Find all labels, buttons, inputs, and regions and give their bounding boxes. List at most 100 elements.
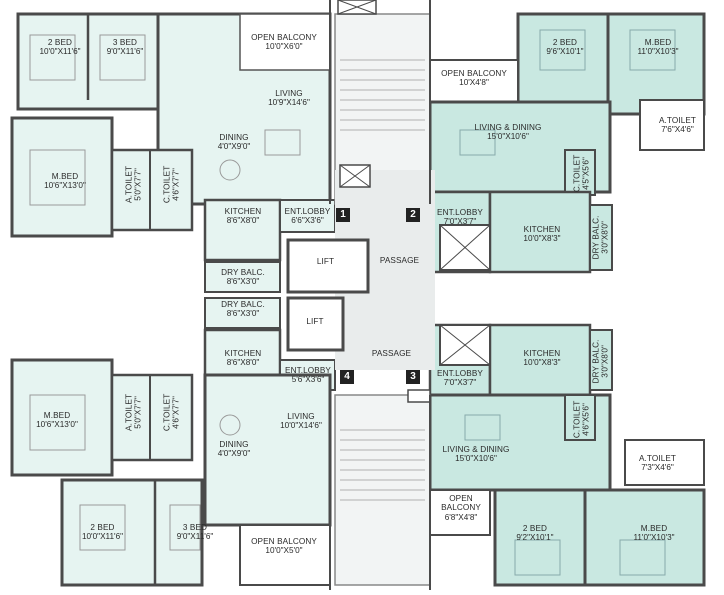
room-name: ENT.LOBBY bbox=[437, 369, 483, 378]
room-dimension: 10'0"X5'0" bbox=[265, 546, 303, 556]
room-dimension: 10'0"X11'6" bbox=[39, 47, 81, 57]
room-dimension: 4'0"X9'0" bbox=[217, 142, 251, 152]
room-label-u4-lobby: ENT.LOBBY 5'6"X3'6" bbox=[281, 366, 335, 385]
room-name: C.TOILET bbox=[572, 154, 582, 193]
room-dimension: 7'0"X3'7" bbox=[443, 217, 477, 227]
room-name: DRY BALC. bbox=[591, 215, 601, 260]
room-label-u2-bed2: 2 BED 9'6"X10'1" bbox=[535, 38, 595, 57]
room-dimension: 4'6"X7'7" bbox=[172, 168, 181, 201]
room-name: 2 BED bbox=[90, 523, 115, 532]
room-name: LIVING bbox=[287, 412, 315, 421]
room-label-u4-bed2: 2 BED 10'0"X11'6" bbox=[70, 523, 135, 542]
room-name: 3 BED bbox=[112, 38, 138, 47]
room-name: 2 BED bbox=[47, 38, 73, 47]
room-label-u4-mbed: M.BED 10'6"X13'0" bbox=[22, 411, 92, 430]
room-name: LIVING & DINING bbox=[474, 123, 542, 132]
room-label-u3-lobby: ENT.LOBBY 7'0"X3'7" bbox=[432, 369, 488, 388]
room-name: KITCHEN bbox=[523, 349, 561, 358]
room-label-u2-mbed: M.BED 11'0"X10'3" bbox=[628, 38, 688, 57]
lift-label-2: LIFT bbox=[290, 317, 340, 326]
room-label-u1-ctoilet: C.TOILET 4'6"X7'7" bbox=[163, 154, 182, 214]
room-label-u4-ctoilet: C.TOILET 4'6"X7'7" bbox=[163, 382, 182, 442]
room-label-u2-drybalc: DRY BALC. 3'0"X8'0" bbox=[592, 209, 611, 265]
room-name: DRY BALC. bbox=[221, 268, 265, 277]
room-name: C.TOILET bbox=[572, 400, 582, 439]
passage-text: PASSAGE bbox=[371, 349, 412, 358]
room-dimension: 6'6"X3'6" bbox=[291, 216, 324, 226]
room-label-u3-living: LIVING & DINING 15'0"X10'6" bbox=[436, 445, 516, 464]
room-dimension: 8'6"X3'0" bbox=[226, 277, 260, 287]
room-label-u1-bed2: 2 BED 10'0"X11'6" bbox=[30, 38, 90, 57]
room-name: ENT.LOBBY bbox=[285, 366, 331, 375]
room-dimension: 9'6"X10'1" bbox=[546, 47, 584, 57]
room-label-u2-atoilet: A.TOILET 7'6"X4'6" bbox=[650, 116, 705, 135]
room-name: 2 BED bbox=[522, 524, 548, 533]
unit-1-area bbox=[10, 12, 336, 293]
room-label-u1-atoilet: A.TOILET 5'0"X7'7" bbox=[125, 154, 144, 214]
room-label-u1-kitchen: KITCHEN 8'6"X8'0" bbox=[213, 207, 273, 226]
lift-label-1: LIFT bbox=[298, 257, 353, 266]
room-dimension: 10'0"X8'3" bbox=[523, 234, 561, 244]
room-label-u3-atoilet: A.TOILET 7'3"X4'6" bbox=[630, 454, 685, 473]
room-dimension: 3'0"X8'0" bbox=[601, 221, 610, 254]
room-name: KITCHEN bbox=[224, 349, 262, 358]
room-label-u3-mbed: M.BED 11'0"X10'3" bbox=[624, 524, 684, 543]
room-label-u3-bed2: 2 BED 9'2"X10'1" bbox=[505, 524, 565, 543]
passage-label-1: PASSAGE bbox=[372, 256, 427, 265]
passage-label-2: PASSAGE bbox=[364, 349, 419, 358]
room-label-u2-lobby: ENT.LOBBY 7'0"X3'7" bbox=[432, 208, 488, 227]
room-label-u1-balcony: OPEN BALCONY 10'0"X6'0" bbox=[240, 33, 328, 52]
unit-4-area bbox=[10, 297, 336, 587]
room-label-u4-atoilet: A.TOILET 5'0"X7'7" bbox=[125, 382, 144, 442]
room-dimension: 4'5"X5'6" bbox=[582, 157, 591, 190]
unit-tag-1: 1 bbox=[336, 208, 350, 222]
room-dimension: 10'X4'8" bbox=[459, 78, 489, 88]
lift-text: LIFT bbox=[316, 257, 335, 266]
room-dimension: 8'6"X3'0" bbox=[226, 309, 260, 319]
room-dimension: 11'0"X10'3" bbox=[637, 47, 679, 57]
room-name: A.TOILET bbox=[658, 116, 697, 125]
room-label-u1-bed3: 3 BED 9'0"X11'6" bbox=[95, 38, 155, 57]
room-dimension: 15'0"X10'6" bbox=[455, 454, 497, 464]
room-name: OPEN BALCONY bbox=[251, 537, 317, 546]
room-dimension: 5'6"X3'6" bbox=[291, 375, 325, 385]
room-dimension: 8'6"X8'0" bbox=[226, 358, 260, 368]
room-label-u1-drybalc: DRY BALC. 8'6"X3'0" bbox=[213, 268, 273, 287]
unit-tag-2: 2 bbox=[406, 208, 420, 222]
room-dimension: 10'6"X13'0" bbox=[44, 181, 86, 191]
room-name: KITCHEN bbox=[523, 225, 561, 234]
room-dimension: 5'0"X7'7" bbox=[134, 396, 143, 429]
room-label-u4-bed3: 3 BED 9'0"X11'6" bbox=[165, 523, 225, 542]
room-name: LIVING & DINING bbox=[442, 445, 510, 454]
room-name: C.TOILET bbox=[162, 165, 172, 204]
room-name: OPEN BALCONY bbox=[441, 69, 507, 78]
room-dimension: 10'0"X11'6" bbox=[81, 532, 124, 542]
room-dimension: 7'3"X4'6" bbox=[641, 463, 674, 473]
core-area bbox=[286, 0, 491, 586]
room-name: A.TOILET bbox=[638, 454, 677, 463]
room-dimension: 6'8"X4'8" bbox=[444, 512, 478, 522]
room-label-u2-living: LIVING & DINING 15'0"X10'6" bbox=[468, 123, 548, 142]
room-dimension: 3'0"X8'0" bbox=[601, 345, 610, 378]
room-label-u3-ctoilet: C.TOILET 4'6"X5'6" bbox=[573, 389, 592, 449]
room-name: A.TOILET bbox=[124, 393, 134, 431]
unit-tag-3: 3 bbox=[406, 370, 420, 384]
room-name: ENT.LOBBY bbox=[437, 208, 483, 217]
room-dimension: 15'0"X10'6" bbox=[487, 132, 529, 142]
lift-text: LIFT bbox=[306, 317, 324, 326]
room-dimension: 10'0"X6'0" bbox=[265, 42, 303, 52]
room-label-u4-living: LIVING 10'0"X14'6" bbox=[270, 412, 332, 431]
room-dimension: 4'6"X7'7" bbox=[172, 396, 181, 429]
room-label-u3-kitchen: KITCHEN 10'0"X8'3" bbox=[512, 349, 572, 368]
room-name: DRY BALC. bbox=[221, 300, 265, 309]
room-label-u1-dining: DINING 4'0"X9'0" bbox=[204, 133, 264, 152]
room-dimension: 9'2"X10'1" bbox=[516, 533, 554, 543]
room-dimension: 9'0"X11'6" bbox=[176, 532, 214, 542]
room-name: OPEN BALCONY bbox=[251, 33, 317, 42]
room-name: DINING bbox=[219, 133, 249, 142]
room-name: M.BED bbox=[51, 172, 79, 181]
room-dimension: 7'6"X4'6" bbox=[661, 125, 694, 135]
room-label-u4-kitchen: KITCHEN 8'6"X8'0" bbox=[213, 349, 273, 368]
room-label-u4-drybalc: DRY BALC. 8'6"X3'0" bbox=[213, 300, 273, 319]
